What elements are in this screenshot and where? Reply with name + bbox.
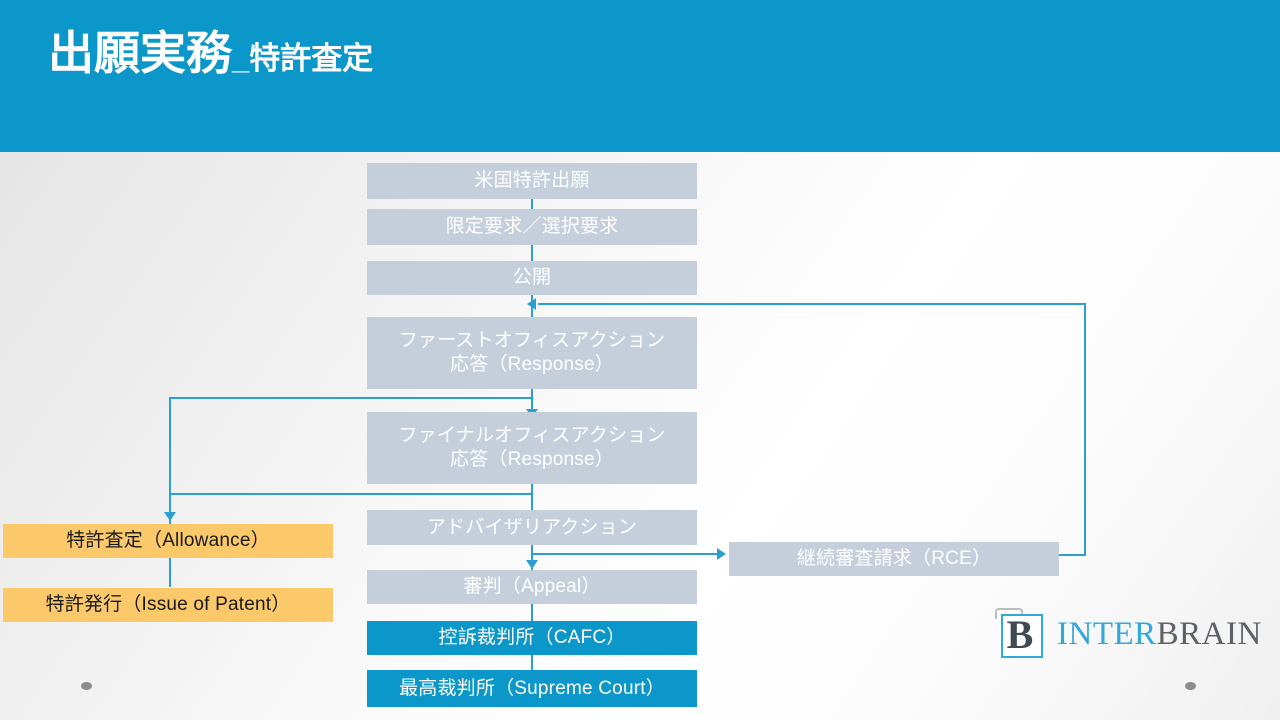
flow-box-first-office-action[interactable]: ファーストオフィスアクション 応答（Response）	[367, 317, 697, 389]
connector-restriction-to-publication	[531, 245, 533, 261]
connector-final-oa-to-allowance	[170, 493, 532, 495]
footer-dot-left	[81, 682, 92, 690]
connector-allowance-down-left	[169, 397, 171, 525]
logo-word-inter: INTER	[1057, 615, 1157, 652]
flow-box-cafc[interactable]: 控訴裁判所（CAFC）	[367, 621, 697, 655]
connector-rce-loop-top	[538, 303, 1086, 305]
connector-cafc-to-supreme	[531, 655, 533, 670]
slide-header-band	[0, 0, 1280, 152]
flow-box-appeal[interactable]: 審判（Appeal）	[367, 570, 697, 604]
connector-rce-loop-right	[1084, 303, 1086, 555]
connector-final-oa-to-advisory	[531, 479, 533, 510]
flow-box-restriction-election-requirement[interactable]: 限定要求／選択要求	[367, 209, 697, 245]
page-title-sub: _特許査定	[232, 41, 374, 76]
logo-tab-shape	[995, 608, 1023, 619]
arrow-rce-loop-into-first-oa	[527, 298, 536, 310]
interbrain-logo-wordmark: INTERBRAIN	[1057, 616, 1262, 653]
footer-dot-right	[1185, 682, 1196, 690]
connector-advisory-to-appeal	[531, 545, 533, 570]
flow-box-advisory-action[interactable]: アドバイザリアクション	[367, 510, 697, 545]
flow-box-rce[interactable]: 継続審査請求（RCE）	[729, 542, 1059, 576]
flow-box-supreme-court[interactable]: 最高裁判所（Supreme Court）	[367, 670, 697, 707]
flow-box-issue-of-patent[interactable]: 特許発行（Issue of Patent）	[3, 588, 333, 622]
logo-word-brain: BRAIN	[1156, 615, 1262, 652]
flow-box-publication[interactable]: 公開	[367, 261, 697, 295]
connector-first-oa-to-allowance	[170, 397, 532, 399]
logo-letter-b: B	[1006, 612, 1034, 657]
connector-apply-to-restriction	[531, 199, 533, 210]
page-title: 出願実務_特許査定	[48, 30, 373, 76]
arrow-advisory-to-appeal	[526, 560, 538, 569]
arrow-into-rce	[717, 548, 726, 560]
arrow-into-allowance	[164, 512, 176, 521]
connector-rce-loop-bottom	[1055, 554, 1086, 556]
connector-appeal-to-cafc	[531, 604, 533, 621]
connector-allowance-to-issue	[169, 558, 171, 587]
flow-box-final-office-action[interactable]: ファイナルオフィスアクション 応答（Response）	[367, 412, 697, 484]
logo-frame-shape	[1001, 614, 1043, 658]
connector-first-oa-to-final-oa	[531, 389, 533, 413]
interbrain-logo: B INTERBRAIN	[995, 604, 1265, 664]
flow-box-allowance[interactable]: 特許査定（Allowance）	[3, 524, 333, 558]
connector-advisory-to-rce	[531, 553, 717, 555]
interbrain-logo-mark-icon: B	[995, 608, 1045, 660]
flow-box-us-patent-application[interactable]: 米国特許出願	[367, 163, 697, 199]
page-title-main: 出願実務	[48, 27, 232, 79]
